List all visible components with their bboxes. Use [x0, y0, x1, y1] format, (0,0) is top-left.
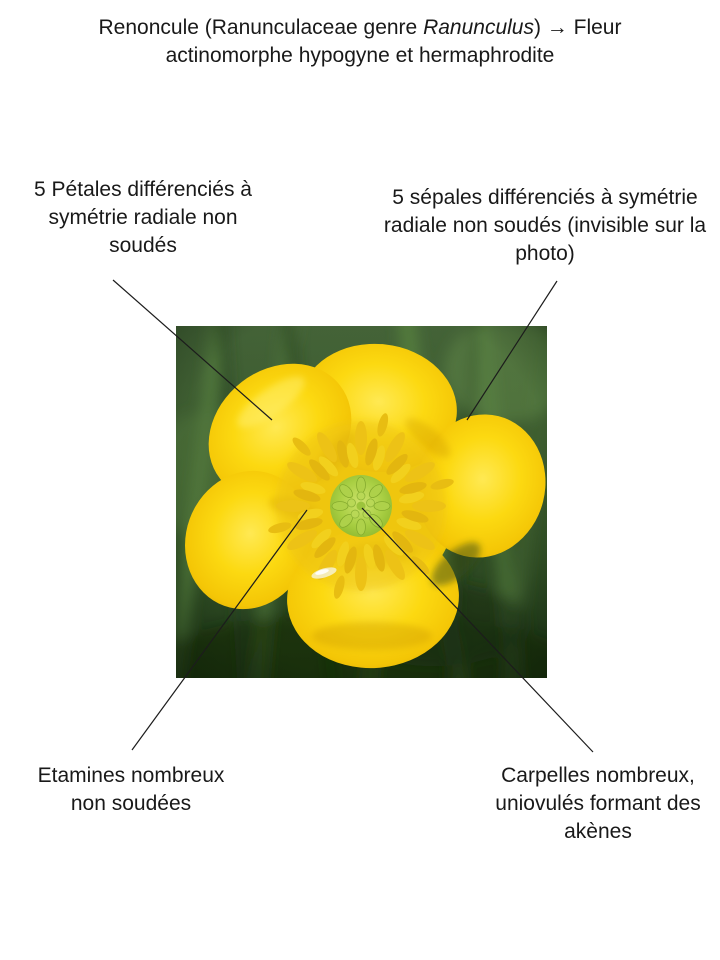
label-carpels-line-3: akènes: [564, 820, 632, 843]
label-carpels-line-2: uniovulés formant des: [495, 792, 701, 815]
label-sepals: 5 sépales différenciés à symétrie radial…: [384, 184, 706, 268]
title-genus-italic: Ranunculus: [423, 16, 534, 39]
label-stamens: Etamines nombreux non soudées: [38, 762, 225, 818]
flower-carpels: [330, 475, 392, 537]
slide-title: Renoncule (Ranunculaceae genre Ranunculu…: [99, 14, 622, 70]
label-sepals-line-1: 5 sépales différenciés à symétrie: [392, 186, 698, 209]
label-petals-line-3: soudés: [109, 234, 177, 257]
title-line-1: Renoncule (Ranunculaceae genre Ranunculu…: [99, 14, 622, 42]
buttercup-photo: [176, 326, 547, 678]
petal-glare: [311, 567, 337, 579]
label-stamens-line-1: Etamines nombreux: [37, 764, 225, 787]
label-sepals-line-3: photo): [515, 242, 575, 265]
label-stamens-line-2: non soudées: [70, 792, 192, 815]
title-line-2: actinomorphe hypogyne et hermaphrodite: [165, 44, 555, 67]
label-petals-line-2: symétrie radiale non: [48, 206, 238, 229]
title-text-after-genus: ) → Fleur: [533, 16, 622, 39]
label-carpels: Carpelles nombreux, uniovulés formant de…: [495, 762, 700, 846]
title-text-before-genus: Renoncule (Ranunculaceae genre: [98, 16, 424, 39]
label-petals-line-1: 5 Pétales différenciés à: [34, 178, 252, 201]
label-carpels-line-1: Carpelles nombreux,: [501, 764, 695, 787]
label-sepals-line-2: radiale non soudés (invisible sur la: [383, 214, 707, 237]
label-petals: 5 Pétales différenciés à symétrie radial…: [34, 176, 252, 260]
